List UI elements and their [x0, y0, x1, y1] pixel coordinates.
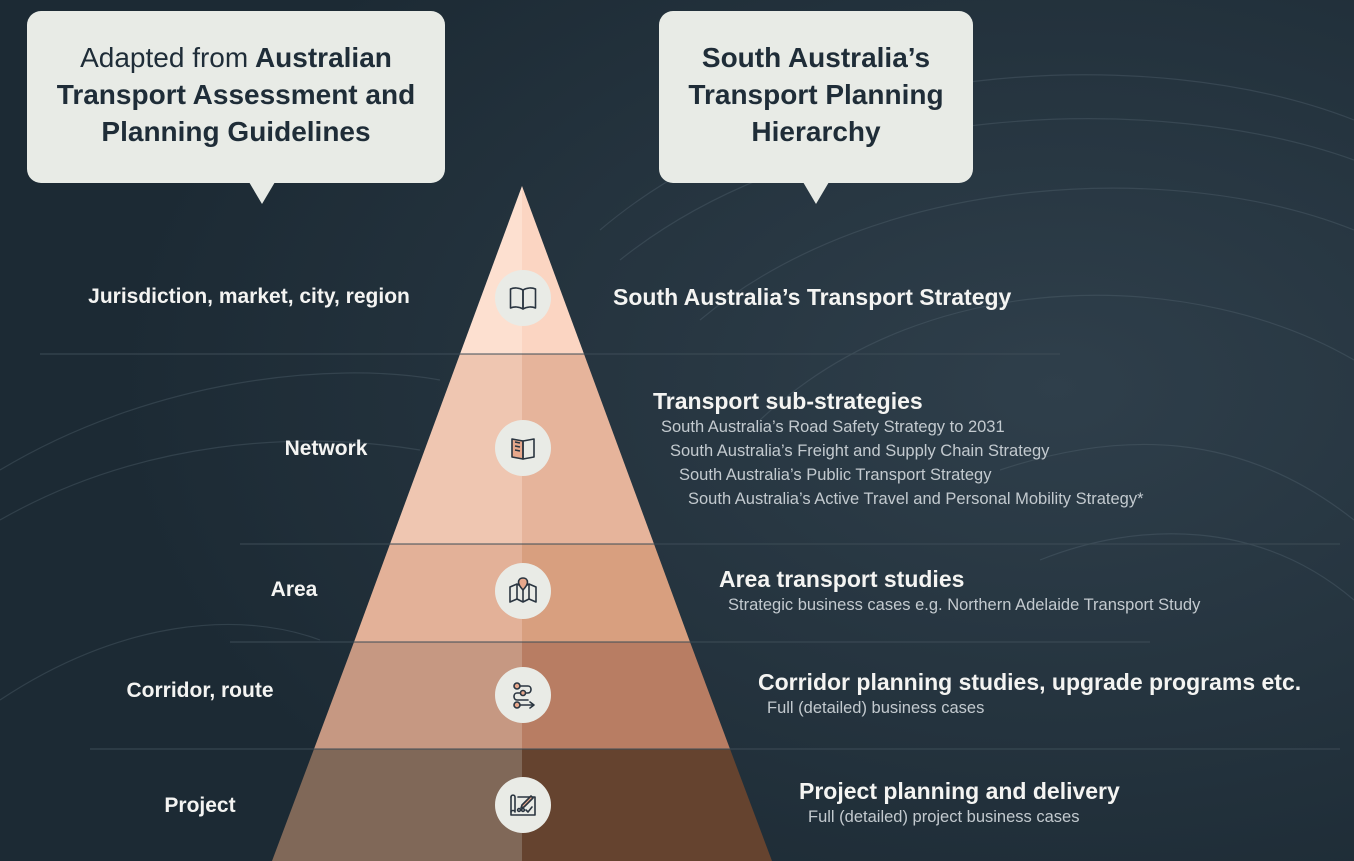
- tier-network-right: [522, 354, 654, 544]
- tier-area: [354, 544, 690, 642]
- tier-project-right: [522, 749, 772, 861]
- tier-dividers: [40, 353, 1340, 750]
- header-left-bubble: Adapted from Australian Transport Assess…: [27, 11, 445, 204]
- book-icon: [495, 420, 551, 476]
- blueprint-icon: [495, 777, 551, 833]
- header-left-title: Australian Transport Assessment and Plan…: [56, 42, 416, 147]
- level-label-area: Area: [270, 578, 318, 601]
- level-title-jurisdiction: South Australia’s Transport Strategy: [613, 284, 1012, 310]
- network-subitem-3: South Australia’s Public Transport Strat…: [679, 466, 992, 484]
- header-right-title: South Australia’s Transport Planning Hie…: [688, 42, 944, 147]
- corridor-subitem-1: Full (detailed) business cases: [767, 699, 985, 717]
- level-label-jurisdiction: Jurisdiction, market, city, region: [88, 285, 410, 308]
- network-subitem-4: South Australia’s Active Travel and Pers…: [688, 490, 1144, 508]
- level-title-corridor: Corridor planning studies, upgrade progr…: [758, 669, 1302, 695]
- network-subitem-1: South Australia’s Road Safety Strategy t…: [661, 418, 1005, 436]
- network-subitem-2: South Australia’s Freight and Supply Cha…: [670, 442, 1050, 460]
- tier-jurisdiction-left: [460, 186, 522, 354]
- tier-jurisdiction-right: [522, 186, 584, 354]
- open-book-icon: [495, 270, 551, 326]
- tier-area-right: [522, 544, 690, 642]
- header-left-prefix: Adapted from: [80, 42, 249, 73]
- tier-project-left: [272, 749, 522, 861]
- route-icon: [495, 667, 551, 723]
- tier-corridor: [314, 642, 730, 749]
- level-label-corridor: Corridor, route: [126, 679, 274, 702]
- level-label-network: Network: [284, 437, 368, 460]
- project-subitem-1: Full (detailed) project business cases: [808, 808, 1080, 826]
- level-title-project: Project planning and delivery: [799, 778, 1120, 804]
- level-title-network: Transport sub-strategies: [653, 388, 923, 414]
- tier-area-left: [354, 544, 522, 642]
- map-pin-icon: [495, 563, 551, 619]
- tier-project: [272, 749, 772, 861]
- level-label-project: Project: [164, 794, 236, 817]
- area-subitem-1: Strategic business cases e.g. Northern A…: [728, 596, 1201, 614]
- level-title-area: Area transport studies: [719, 566, 965, 592]
- tier-network-left: [390, 354, 522, 544]
- tier-corridor-right: [522, 642, 730, 749]
- tier-corridor-left: [314, 642, 522, 749]
- header-right-bubble: South Australia’s Transport Planning Hie…: [659, 11, 973, 204]
- tier-network: [390, 354, 654, 544]
